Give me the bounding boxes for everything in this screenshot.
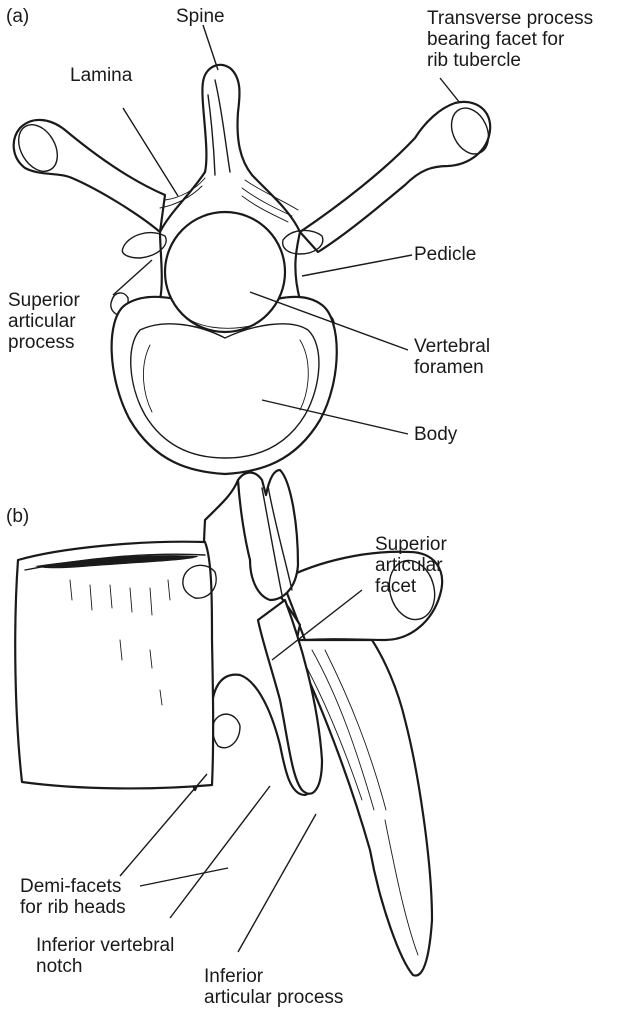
label-demi-facets: Demi-facets for rib heads bbox=[20, 876, 126, 918]
label-transverse-process-line-3: rib tubercle bbox=[427, 50, 593, 71]
label-superior-articular-process: Superior articular process bbox=[8, 290, 80, 353]
label-vertebral-foramen: Vertebral foramen bbox=[414, 336, 490, 378]
label-superior-articular-process-line-2: articular bbox=[8, 311, 80, 332]
label-inferior-vertebral-notch-line-1: Inferior vertebral bbox=[36, 935, 174, 956]
label-demi-facets-line-2: for rib heads bbox=[20, 897, 126, 918]
label-demi-facets-line-1: Demi-facets bbox=[20, 876, 126, 897]
label-body-text: Body bbox=[414, 424, 457, 445]
label-superior-articular-process-line-3: process bbox=[8, 332, 80, 353]
label-superior-articular-facet-line-1: Superior bbox=[375, 534, 447, 555]
label-inferior-vertebral-notch-line-2: notch bbox=[36, 956, 174, 977]
label-lamina-text: Lamina bbox=[70, 65, 132, 86]
label-inferior-articular-process-line-2: articular process bbox=[204, 987, 343, 1008]
label-superior-articular-facet-line-3: facet bbox=[375, 576, 447, 597]
label-vertebral-foramen-line-2: foramen bbox=[414, 357, 490, 378]
superior-view-drawing bbox=[11, 65, 496, 474]
label-transverse-process-line-1: Transverse process bbox=[427, 8, 593, 29]
label-vertebral-foramen-line-1: Vertebral bbox=[414, 336, 490, 357]
label-transverse-process-line-2: bearing facet for bbox=[427, 29, 593, 50]
label-superior-articular-process-line-1: Superior bbox=[8, 290, 80, 311]
label-inferior-vertebral-notch: Inferior vertebral notch bbox=[36, 935, 174, 977]
panel-a-tag: (a) bbox=[6, 6, 29, 27]
label-inferior-articular-process-line-1: Inferior bbox=[204, 966, 343, 987]
label-pedicle-text: Pedicle bbox=[414, 244, 476, 265]
label-spine: Spine bbox=[176, 6, 225, 27]
label-superior-articular-facet: Superior articular facet bbox=[375, 534, 447, 597]
label-transverse-process: Transverse process bearing facet for rib… bbox=[427, 8, 593, 71]
label-inferior-articular-process: Inferior articular process bbox=[204, 966, 343, 1008]
label-lamina: Lamina bbox=[70, 65, 132, 86]
label-pedicle: Pedicle bbox=[414, 244, 476, 265]
label-body: Body bbox=[414, 424, 457, 445]
label-spine-text: Spine bbox=[176, 6, 225, 27]
panel-b-tag: (b) bbox=[6, 506, 29, 527]
label-superior-articular-facet-line-2: articular bbox=[375, 555, 447, 576]
